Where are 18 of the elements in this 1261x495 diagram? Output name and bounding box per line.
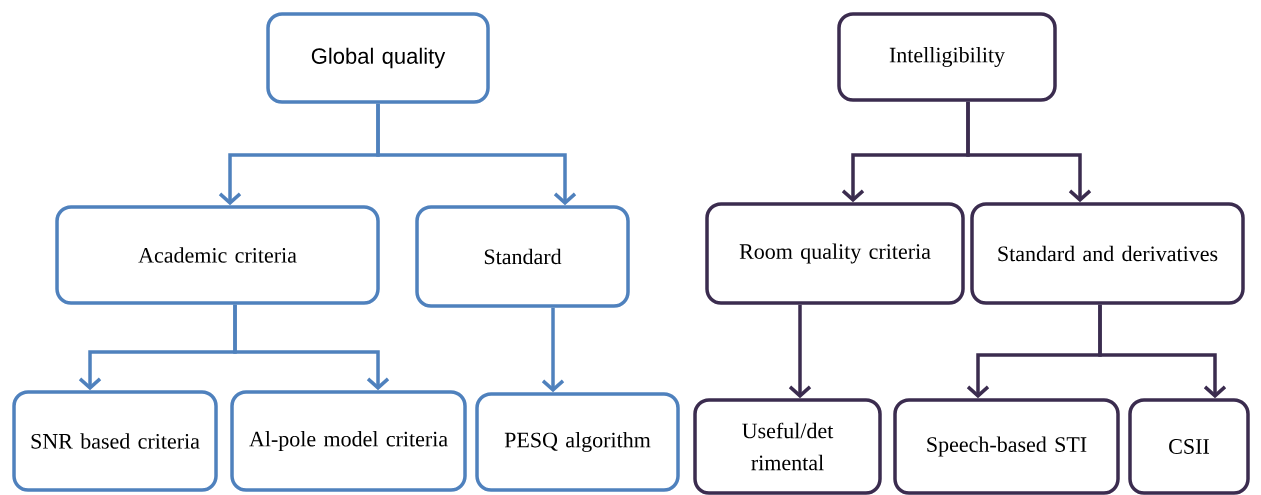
box: Room quality criteria (705, 202, 965, 305)
box: Intelligibility (837, 12, 1057, 102)
box: Useful/det rimental (693, 398, 882, 495)
box: Standard (415, 205, 630, 308)
box: Speech-based STI (893, 398, 1120, 495)
box: SNR based criteria (12, 390, 218, 492)
box: Al-pole model criteria (230, 390, 467, 492)
arrow (1098, 304, 1227, 399)
arrow (541, 307, 565, 393)
arrow (788, 304, 812, 399)
arrow (376, 103, 577, 206)
arrow (966, 101, 1092, 203)
box: CSII (1128, 398, 1250, 495)
box: PESQ algorithm (475, 392, 680, 492)
box: Academic criteria (55, 205, 380, 305)
box: Global quality (266, 12, 490, 104)
box: Standard and derivatives (970, 202, 1245, 305)
arrow (233, 304, 390, 391)
